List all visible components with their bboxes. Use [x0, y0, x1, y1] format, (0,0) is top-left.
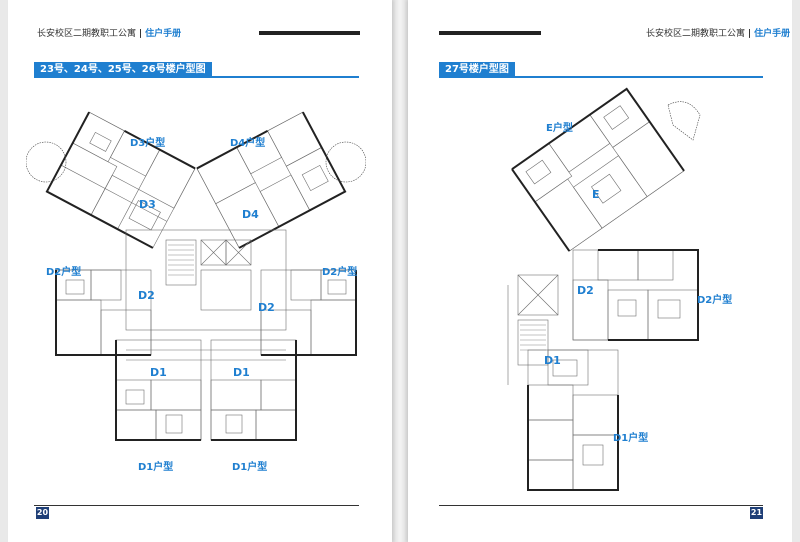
left-section-title: 23号、24号、25号、26号楼户型图 [34, 62, 212, 77]
elevator [517, 274, 559, 316]
label-e: E [592, 188, 600, 201]
right-title-underline [439, 76, 763, 78]
right-footer-line [439, 505, 763, 506]
label-e-type: E户型 [546, 123, 573, 134]
stairs [517, 319, 549, 366]
book-gutter [392, 0, 408, 542]
label-d2-left: D2 [138, 289, 155, 302]
label-d2-type-right: D2户型 [322, 267, 358, 278]
label-d2-type: D2户型 [697, 295, 733, 306]
d4-balcony [325, 141, 366, 183]
e-wing [511, 87, 685, 252]
label-d4: D4 [242, 208, 259, 221]
left-footer-line [34, 505, 359, 506]
label-d3: D3 [139, 198, 156, 211]
right-header-accent: 住户手册 [754, 29, 791, 39]
label-d2-right: D2 [258, 301, 275, 314]
right-header: 长安校区二期教职工公寓 | 住户手册 [646, 26, 790, 39]
d3-balcony [26, 141, 67, 183]
label-d2-type-left: D2户型 [46, 267, 82, 278]
right-header-title: 长安校区二期教职工公寓 [646, 29, 746, 39]
floor-plan-buildings-23-26 [26, 111, 366, 441]
label-d1: D1 [544, 354, 561, 367]
label-d1-type-left: D1户型 [138, 462, 174, 473]
left-header: 长安校区二期教职工公寓 | 住户手册 [37, 26, 181, 39]
left-header-accent: 住户手册 [145, 29, 182, 39]
label-d1-right: D1 [233, 366, 250, 379]
label-d4-type: D4户型 [230, 138, 266, 149]
d2-left-unit [55, 269, 152, 356]
right-header-bar [439, 31, 541, 35]
label-d1-type-right: D1户型 [232, 462, 268, 473]
right-page-number: 21 [750, 507, 763, 519]
left-header-separator: | [138, 29, 143, 39]
d2-right-unit [260, 269, 357, 356]
right-header-separator: | [747, 29, 752, 39]
left-title-underline [34, 76, 359, 78]
left-page: 长安校区二期教职工公寓 | 住户手册 23号、24号、25号、26号楼户型图 [8, 0, 392, 542]
right-page: 长安校区二期教职工公寓 | 住户手册 27号楼户型图 [408, 0, 792, 542]
left-header-title: 长安校区二期教职工公寓 [37, 29, 137, 39]
label-d2: D2 [577, 284, 594, 297]
left-page-number: 20 [36, 507, 49, 519]
d3-wing [45, 111, 196, 249]
floor-plan-building-27 [507, 87, 701, 491]
e-balcony [667, 101, 701, 141]
left-header-bar [259, 31, 360, 35]
d4-wing [196, 111, 347, 249]
right-section-title: 27号楼户型图 [439, 62, 515, 77]
core-area [125, 229, 287, 331]
label-d3-type: D3户型 [130, 138, 166, 149]
label-d1-type: D1户型 [613, 433, 649, 444]
label-d1-left: D1 [150, 366, 167, 379]
